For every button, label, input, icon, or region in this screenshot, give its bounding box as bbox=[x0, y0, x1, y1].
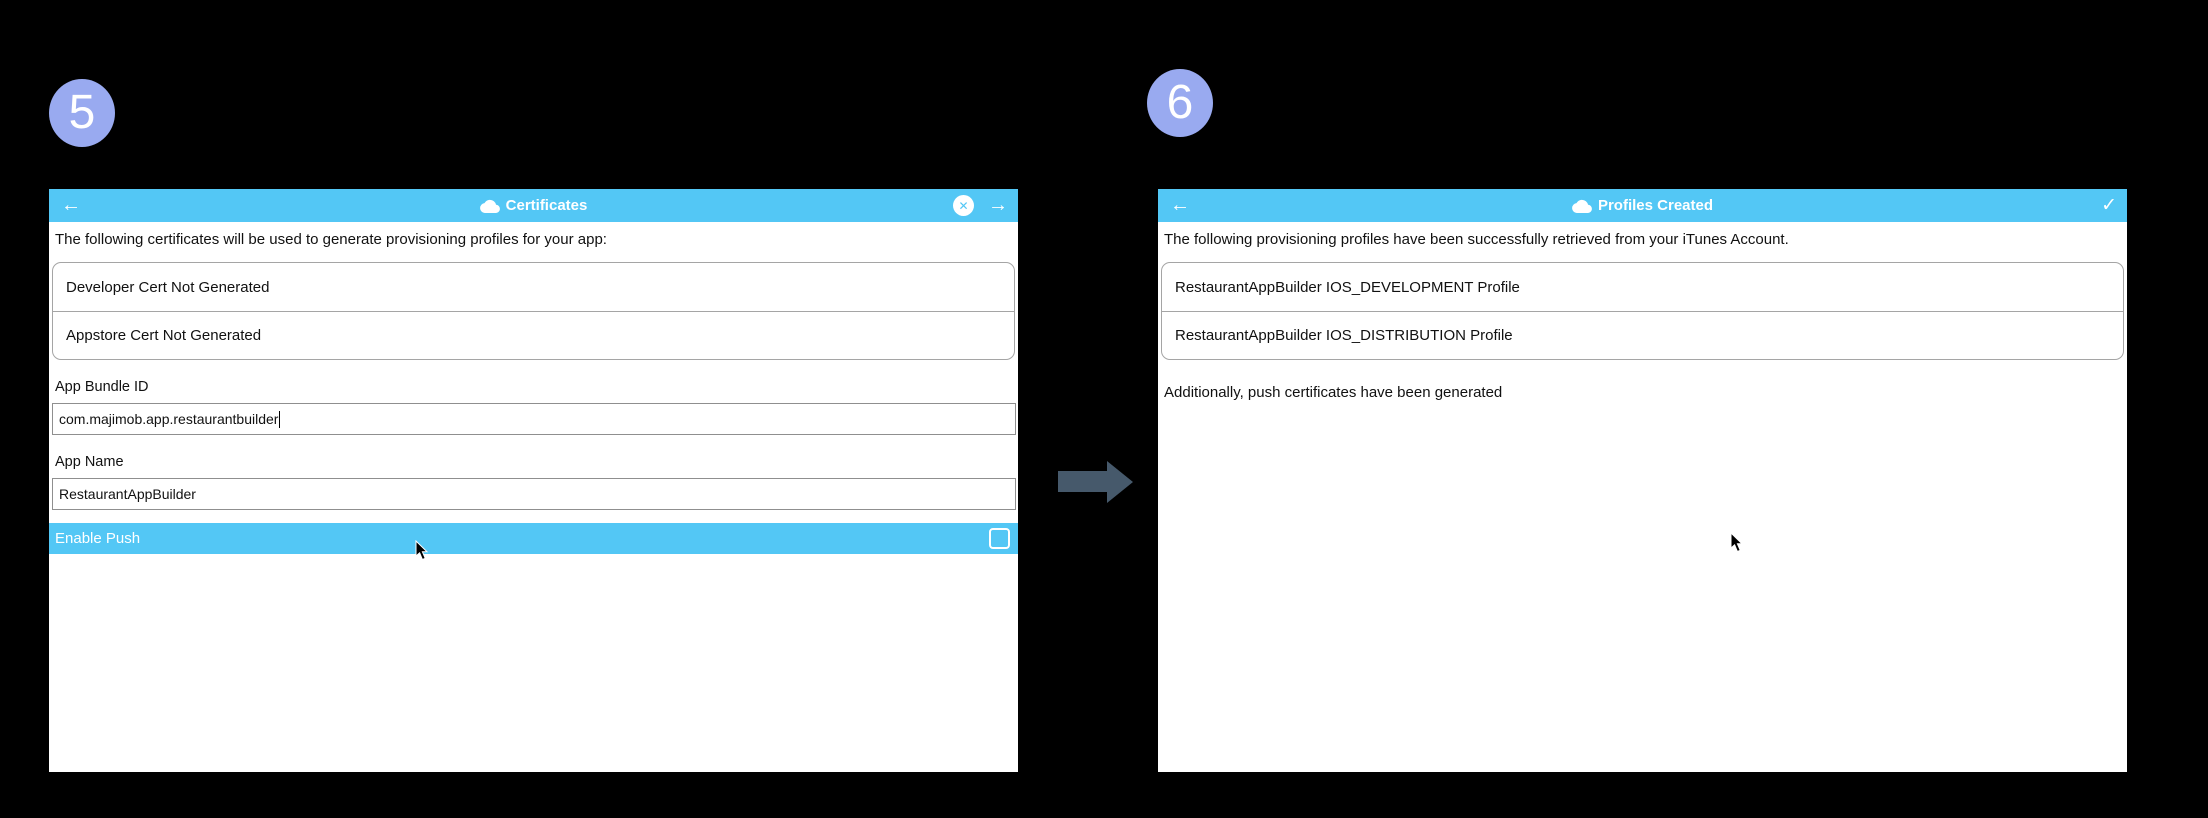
confirm-check-icon[interactable]: ✓ bbox=[2101, 195, 2117, 216]
list-item-developer-cert[interactable]: Developer Cert Not Generated bbox=[66, 278, 270, 296]
step-5-badge: 5 bbox=[49, 79, 115, 147]
profiles-list: RestaurantAppBuilder IOS_DEVELOPMENT Pro… bbox=[1161, 262, 2124, 360]
mouse-cursor bbox=[415, 540, 429, 561]
cloud-icon bbox=[479, 199, 500, 213]
back-arrow-icon[interactable]: ← bbox=[61, 194, 81, 216]
enable-push-label: Enable Push bbox=[55, 530, 141, 547]
list-item-development-profile[interactable]: RestaurantAppBuilder IOS_DEVELOPMENT Pro… bbox=[1175, 278, 1520, 296]
close-icon[interactable]: ✕ bbox=[953, 195, 974, 216]
window-title: Profiles Created bbox=[1597, 197, 1714, 214]
window-title: Certificates bbox=[505, 197, 588, 214]
app-bundle-id-input[interactable]: com.majimob.app.restaurantbuilder bbox=[52, 403, 1016, 435]
enable-push-row[interactable]: Enable Push bbox=[49, 523, 1018, 554]
list-item-appstore-cert[interactable]: Appstore Cert Not Generated bbox=[53, 311, 1014, 359]
profiles-created-window: ← Profiles Created ✓ The following provi… bbox=[1158, 189, 2127, 772]
app-name-value: RestaurantAppBuilder bbox=[59, 486, 196, 502]
cloud-icon bbox=[1572, 199, 1592, 213]
push-certificates-note: Additionally, push certificates have bee… bbox=[1164, 384, 1503, 401]
profiles-header: ← Profiles Created ✓ bbox=[1158, 189, 2127, 222]
flow-arrow-icon bbox=[1058, 461, 1133, 503]
certificates-header: ← Certificates ✕ → bbox=[49, 189, 1018, 222]
app-name-input[interactable]: RestaurantAppBuilder bbox=[52, 478, 1016, 510]
step-6-badge: 6 bbox=[1147, 69, 1213, 137]
forward-arrow-icon[interactable]: → bbox=[988, 194, 1008, 216]
mouse-cursor bbox=[1730, 532, 1744, 553]
back-arrow-icon[interactable]: ← bbox=[1170, 194, 1190, 216]
certificates-list: Developer Cert Not Generated Appstore Ce… bbox=[52, 262, 1015, 360]
profiles-intro-text: The following provisioning profiles have… bbox=[1164, 231, 1789, 248]
app-name-label: App Name bbox=[55, 454, 124, 470]
list-item-distribution-profile[interactable]: RestaurantAppBuilder IOS_DISTRIBUTION Pr… bbox=[1162, 311, 2123, 359]
app-bundle-id-label: App Bundle ID bbox=[55, 379, 149, 395]
app-bundle-id-value: com.majimob.app.restaurantbuilder bbox=[59, 411, 279, 427]
enable-push-checkbox[interactable] bbox=[989, 528, 1010, 549]
certificates-window: ← Certificates ✕ → The following certifi… bbox=[49, 189, 1018, 772]
text-caret bbox=[279, 410, 281, 428]
certificates-intro-text: The following certificates will be used … bbox=[55, 231, 607, 248]
